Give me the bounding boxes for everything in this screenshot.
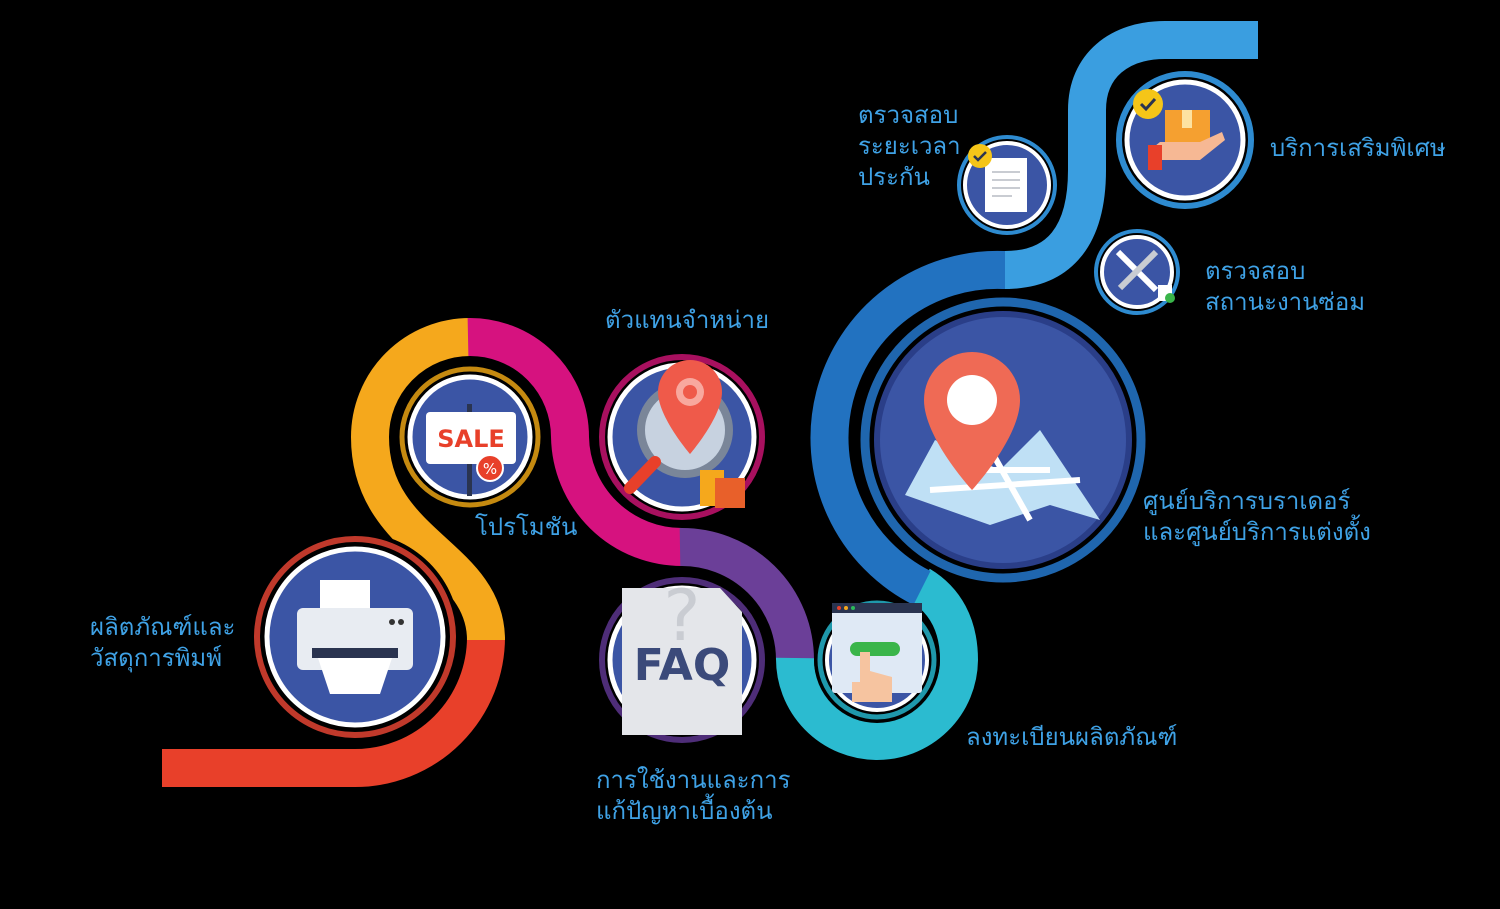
special-service-button[interactable] xyxy=(1127,82,1243,198)
label-print[interactable]: ผลิตภัณฑ์และวัสดุการพิมพ์ xyxy=(90,613,236,672)
faq-text: FAQ xyxy=(634,640,730,691)
register-circle xyxy=(814,597,940,723)
repair-circle xyxy=(1091,226,1183,318)
special-service-box-icon xyxy=(1133,89,1225,170)
label-warranty[interactable]: ตรวจสอบระยะเวลาประกัน xyxy=(858,101,961,191)
map-pin-icon xyxy=(905,352,1100,525)
dealer-button[interactable] xyxy=(610,365,754,509)
service-center-circle xyxy=(855,292,1151,588)
path-segment-lightblue xyxy=(1004,21,1258,289)
tools-icon xyxy=(1115,249,1175,303)
path-segment-magenta xyxy=(467,318,683,566)
special-service-circle xyxy=(1113,68,1257,212)
label-promo[interactable]: โปรโมชัน xyxy=(475,513,578,541)
label-service[interactable]: ศูนย์บริการบราเดอร์และศูนย์บริการแต่งตั้… xyxy=(1143,487,1371,546)
path-segment-purple xyxy=(679,527,814,661)
location-search-icon xyxy=(624,360,745,508)
label-faq[interactable]: การใช้งานและการแก้ปัญหาเบื้องต้น xyxy=(596,766,791,825)
label-special[interactable]: บริการเสริมพิเศษ xyxy=(1270,134,1446,162)
service-center-button[interactable] xyxy=(877,314,1129,566)
warranty-button[interactable] xyxy=(965,143,1049,227)
warranty-circle xyxy=(953,131,1061,239)
path-segment-darkblue xyxy=(810,250,1010,605)
path-segment-red xyxy=(162,636,505,787)
sale-sign-icon: SALE % xyxy=(426,404,516,496)
label-register[interactable]: ลงทะเบียนผลิตภัณฑ์ xyxy=(966,723,1178,751)
warranty-document-icon xyxy=(968,144,1027,212)
printer-button[interactable] xyxy=(267,549,443,725)
faq-button[interactable] xyxy=(610,588,754,732)
dealer-circle xyxy=(596,351,768,523)
promo-button[interactable] xyxy=(410,377,530,497)
path-segment-cyan xyxy=(775,568,979,760)
printer-icon xyxy=(297,580,413,694)
label-repair[interactable]: ตรวจสอบสถานะงานซ่อม xyxy=(1205,257,1366,316)
percent-text: % xyxy=(483,460,497,478)
repair-button[interactable] xyxy=(1102,237,1172,307)
sale-text: SALE xyxy=(437,425,505,453)
promo-circle: SALE % xyxy=(396,363,544,511)
svg-text:?: ? xyxy=(663,575,700,657)
register-click-icon xyxy=(832,603,922,702)
printer-circle xyxy=(250,532,460,742)
register-button[interactable] xyxy=(827,610,927,710)
faq-circle: ? FAQ xyxy=(596,574,768,746)
path-segment-orange xyxy=(350,318,505,642)
label-dealer[interactable]: ตัวแทนจำหน่าย xyxy=(605,306,770,334)
faq-icon: ? FAQ xyxy=(622,575,742,735)
